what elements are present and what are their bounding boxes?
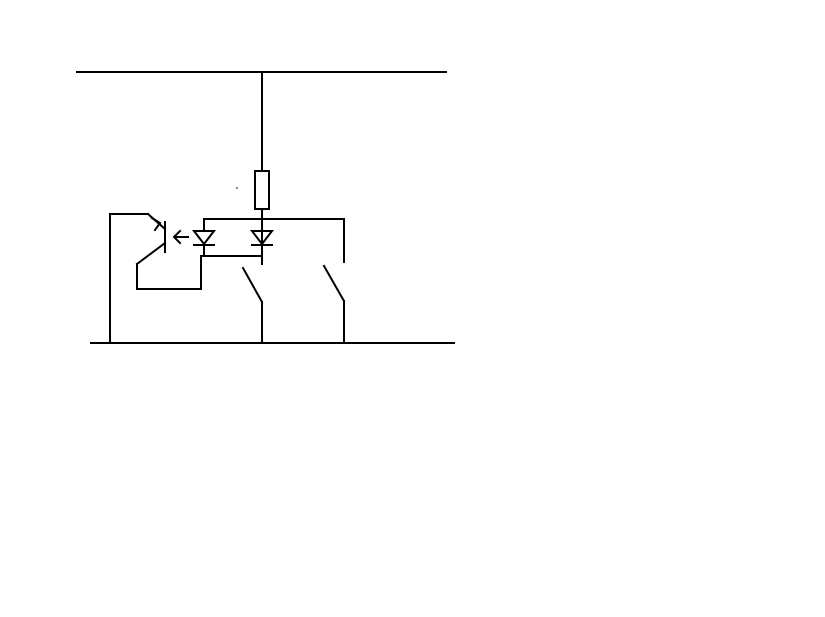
light-arrow-head-icon xyxy=(172,229,182,245)
resistor-icon xyxy=(254,170,270,210)
diode-led-icon xyxy=(191,230,217,246)
stray-dot xyxy=(236,187,238,189)
diode-right-icon xyxy=(249,230,275,246)
switch-right-blade xyxy=(322,264,346,303)
schematic-ink xyxy=(76,71,455,344)
phototransistor-emitter xyxy=(135,241,167,266)
switch-left-blade xyxy=(241,266,264,304)
phototransistor-arrow-icon xyxy=(150,216,162,232)
